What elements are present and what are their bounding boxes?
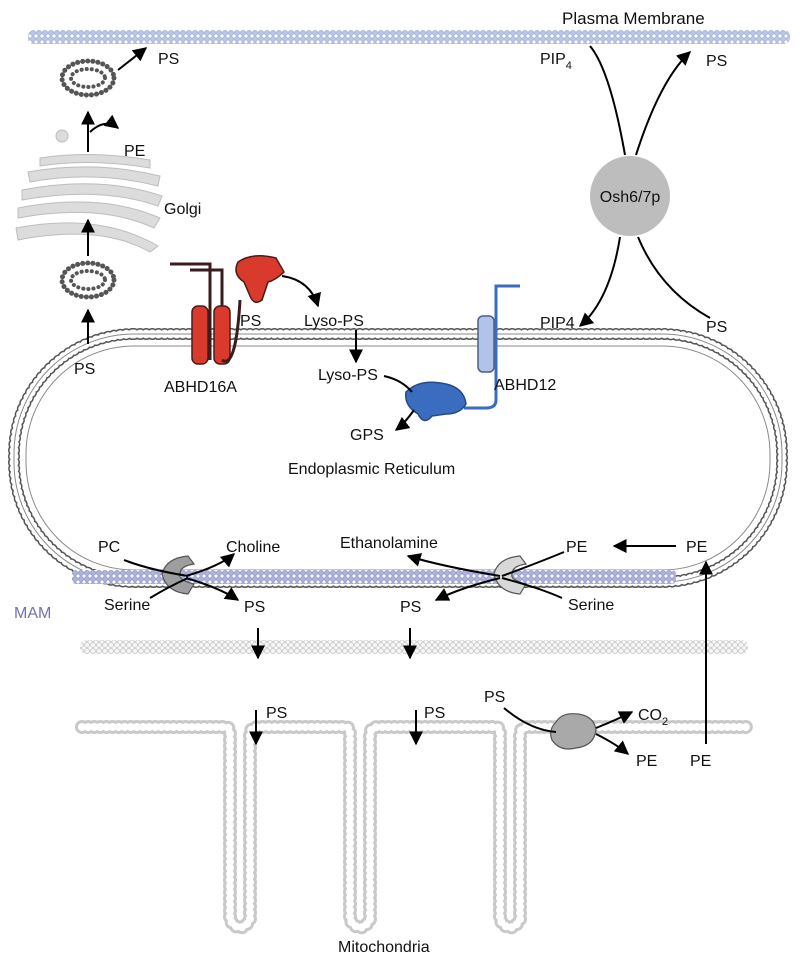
- label-ps-psd: PS: [484, 689, 505, 706]
- label-ps-pm-left: PS: [158, 51, 179, 68]
- mam-label: MAM: [14, 605, 51, 622]
- arrow-to-ethanolamine: [406, 553, 501, 577]
- arrow-to-ps-left: [185, 577, 240, 601]
- plasma-membrane: [28, 30, 790, 44]
- arrow-to-co2: [595, 711, 634, 729]
- arrow-serine-in-left: [149, 577, 189, 599]
- vesicle-top: [59, 58, 117, 98]
- arrow-to-gps: [394, 409, 415, 431]
- label-ps-pss1: PS: [244, 599, 265, 616]
- abhd12-protein: [405, 284, 520, 422]
- label-pip4-er: PIP4: [540, 315, 575, 332]
- arrow-to-pe-psd: [595, 733, 630, 755]
- label-lysops-2: Lyso-PS: [318, 367, 378, 384]
- label-lysops-1: Lyso-PS: [304, 313, 364, 330]
- label-serine-left: Serine: [104, 597, 150, 614]
- plasma-membrane-label: Plasma Membrane: [562, 9, 705, 28]
- arrow-ps-from-er: [637, 236, 711, 319]
- arrow-pc-in: [123, 559, 189, 577]
- abhd16a-label: ABHD16A: [164, 379, 237, 396]
- arrow-to-choline: [185, 553, 236, 577]
- label-pe-er-right: PE: [686, 539, 707, 556]
- label-ps-er-right: PS: [706, 319, 727, 336]
- arrow-pip4-from-pm: [589, 45, 626, 156]
- arrow-pip4-to-er: [578, 236, 621, 327]
- outer-mito-membrane: [80, 640, 748, 654]
- label-ps-er-exit: PS: [74, 361, 95, 378]
- label-choline: Choline: [226, 539, 280, 556]
- abhd16a-protein: [170, 255, 285, 365]
- arrow-ps-to-pm: [635, 51, 692, 156]
- osh6-7p-protein: [590, 156, 670, 236]
- label-ps-mito-2: PS: [424, 705, 445, 722]
- arrow-vesicle-to-pm: [117, 47, 148, 71]
- arrow-lysops-to-abhd12: [383, 375, 413, 393]
- arrow-serine-in-right: [501, 577, 563, 599]
- er-label: Endoplasmic Reticulum: [288, 461, 455, 478]
- label-pc: PC: [98, 539, 120, 556]
- arrow-ps-into-psd: [503, 707, 557, 733]
- label-pe-pss2: PE: [566, 539, 587, 556]
- vesicle-bottom: [59, 260, 117, 300]
- label-gps: GPS: [350, 427, 384, 444]
- label-ethanolamine: Ethanolamine: [340, 535, 438, 552]
- arrow-pe-in: [501, 551, 565, 577]
- label-pe-golgi: PE: [124, 143, 145, 160]
- label-pip4-pm: PIP4: [540, 51, 572, 72]
- golgi-label: Golgi: [164, 201, 201, 218]
- label-pe-mito: PE: [690, 753, 711, 770]
- mitochondria-label: Mitochondria: [338, 939, 430, 956]
- arrow-ps-to-lysops: [281, 275, 321, 308]
- label-ps-pss2: PS: [400, 599, 421, 616]
- abhd12-label: ABHD12: [494, 377, 556, 394]
- label-ps-mito-1: PS: [266, 705, 287, 722]
- mam-membrane: [72, 570, 676, 584]
- label-ps-pm-right: PS: [706, 53, 727, 70]
- arrow-pe-branch: [89, 114, 120, 133]
- label-pe-psd: PE: [636, 753, 657, 770]
- arrow-to-ps-middle: [434, 577, 501, 601]
- psd-enzyme: [550, 713, 597, 750]
- label-ps-abhd16a: PS: [240, 313, 261, 330]
- golgi-stack: [15, 129, 163, 253]
- label-co2: CO2: [638, 707, 668, 728]
- osh6-7p-label: Osh6/7p: [600, 189, 661, 206]
- label-serine-right: Serine: [568, 597, 614, 614]
- inner-mito-membrane: [75, 720, 755, 935]
